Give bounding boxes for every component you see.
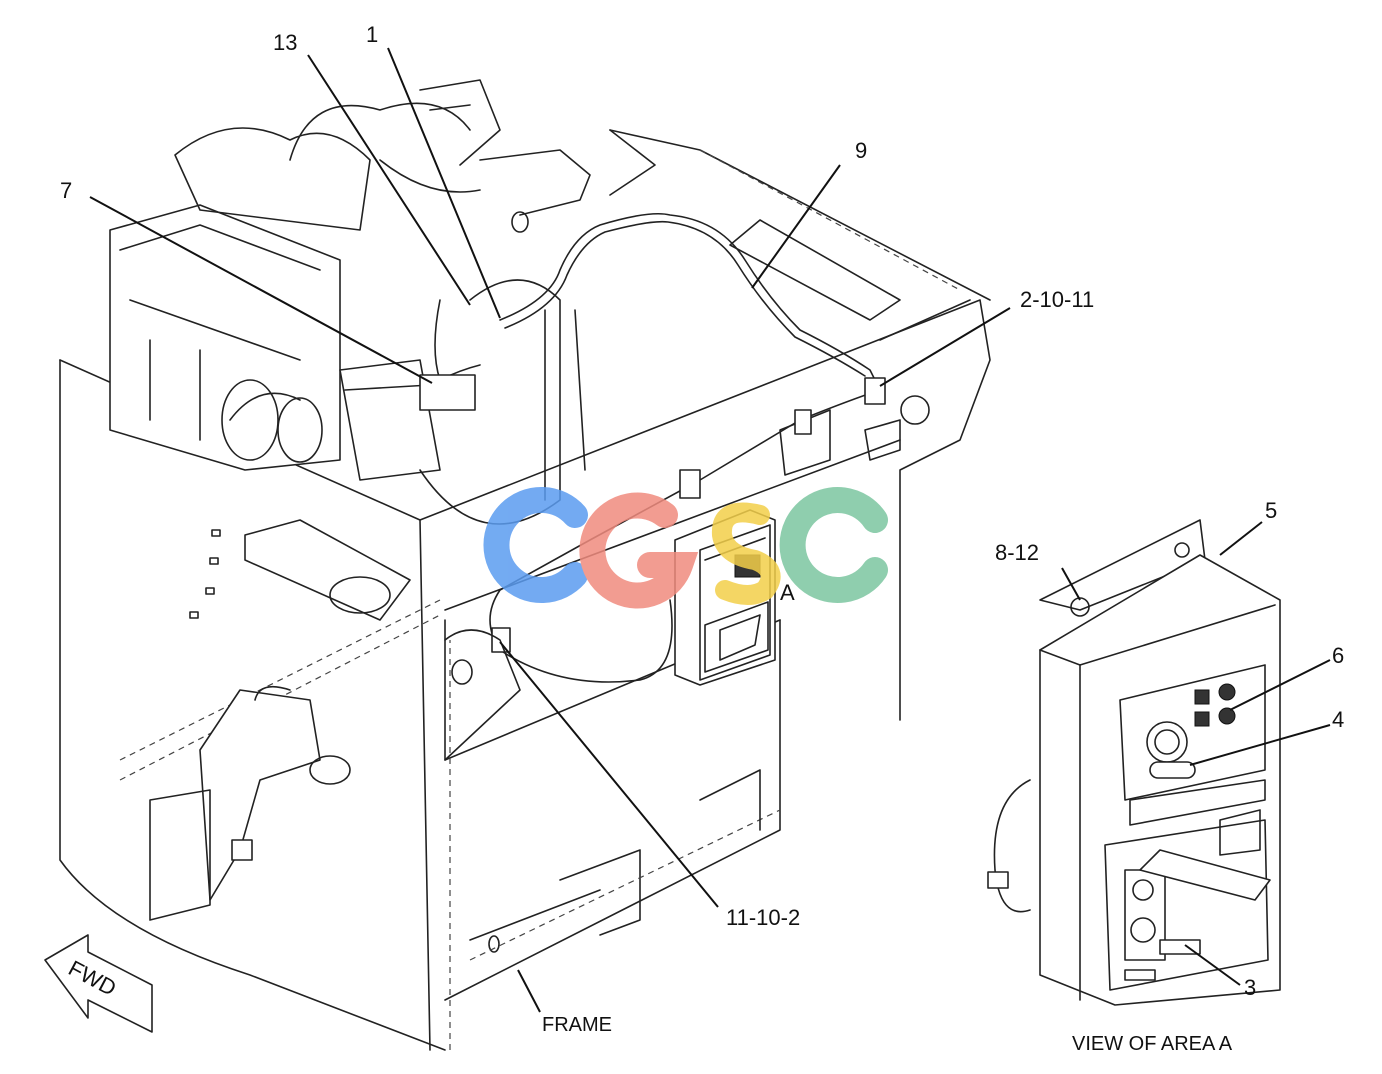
leader-frame xyxy=(517,969,541,1013)
callout-11-10-2: 11-10-2 xyxy=(726,905,800,930)
fwd-arrow: FWD xyxy=(44,934,153,1033)
watermark-letter-g xyxy=(579,492,699,609)
leader-2-10-11 xyxy=(879,307,1011,387)
frame-label: FRAME xyxy=(542,1014,612,1036)
leader-4 xyxy=(1189,724,1331,766)
callout-8-12: 8-12 xyxy=(995,540,1039,565)
leader-13 xyxy=(307,54,471,306)
callout-6: 6 xyxy=(1332,643,1344,668)
callout-4: 4 xyxy=(1332,707,1344,732)
watermark-logo xyxy=(483,487,888,609)
callout-2-10-11: 2-10-11 xyxy=(1020,287,1094,312)
leader-1 xyxy=(387,47,501,319)
callout-7: 7 xyxy=(60,178,72,203)
callout-13: 13 xyxy=(273,30,297,55)
leader-11-10-2 xyxy=(499,641,719,908)
area-a-detail-view xyxy=(987,519,1281,1006)
machine-rear-illustration xyxy=(59,79,991,1051)
callout-1: 1 xyxy=(366,22,378,47)
area-a-marker: A xyxy=(780,580,795,605)
leader-3 xyxy=(1184,944,1241,986)
callout-labels: 13 1 7 9 2-10-11 11-10-2 8-12 5 6 4 3 A … xyxy=(60,22,1344,1055)
watermark-letter-c1 xyxy=(483,487,588,603)
leader-lines xyxy=(89,47,1331,1013)
leader-9 xyxy=(751,164,841,289)
view-of-area-a-caption: VIEW OF AREA A xyxy=(1072,1033,1233,1055)
leader-8-12 xyxy=(1061,567,1081,601)
watermark-letter-c2 xyxy=(779,487,888,603)
leader-7 xyxy=(89,196,433,384)
callout-9: 9 xyxy=(855,138,867,163)
watermark-letter-s xyxy=(711,502,781,605)
leader-5 xyxy=(1219,521,1263,556)
leader-6 xyxy=(1229,659,1331,711)
callout-3: 3 xyxy=(1244,975,1256,1000)
callout-5: 5 xyxy=(1265,498,1277,523)
